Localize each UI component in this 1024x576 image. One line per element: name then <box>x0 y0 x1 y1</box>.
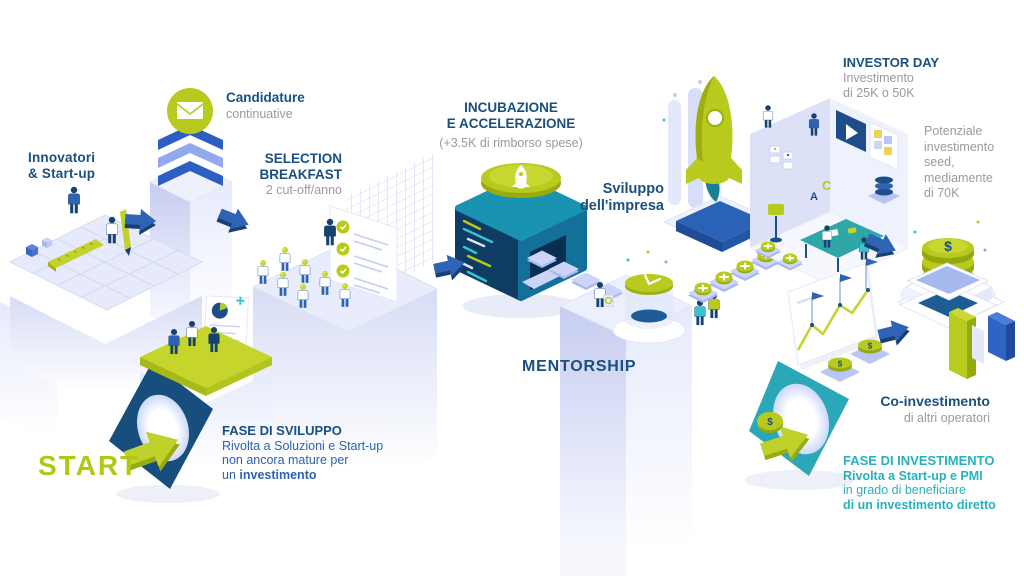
incubation-title-line1: INCUBAZIONE <box>464 100 558 115</box>
applications-subtitle: continuative <box>226 107 293 121</box>
coin-stack-navy-icon <box>868 176 900 204</box>
investment-phase-line1: Rivolta a Start-up e PMI <box>843 468 983 483</box>
seed-line3: seed, <box>924 155 955 169</box>
investor-day-room: A C <box>748 98 910 286</box>
letter-a-decor: A <box>810 191 818 203</box>
development-phase-line3-bold: investimento <box>239 467 317 482</box>
co-investment-title: Co-investimento <box>880 393 990 409</box>
checklist-icon <box>329 205 398 303</box>
investor-figure <box>762 104 774 128</box>
presentation-board-icon <box>836 110 866 152</box>
development-phase-title: FASE DI SVILUPPO <box>222 423 342 438</box>
growth-chart-panel <box>787 258 879 370</box>
development-phase-line1: Rivolta a Soluzioni e Start-up <box>222 438 384 453</box>
pencil-icon <box>120 209 131 250</box>
code-lines <box>462 219 494 283</box>
selection-title-line2: BREAKFAST <box>259 166 342 182</box>
bar-ghost <box>972 325 984 364</box>
investment-phase-line3: di un investimento diretto <box>843 497 996 512</box>
development-team-platform <box>140 295 272 396</box>
seed-label: Potenziale investimento seed, mediamente… <box>924 124 994 202</box>
lamp-icon <box>768 204 784 243</box>
start-text: START <box>38 450 140 481</box>
milestone-coin <box>781 252 799 266</box>
check-icon <box>336 220 350 278</box>
innovator-figure <box>67 186 81 214</box>
mentorship-label: MENTORSHIP <box>522 358 636 376</box>
dollar-glyph: $ <box>838 360 843 369</box>
investor-day-label: INVESTOR DAY Investimento di 25K o 50K <box>843 55 939 101</box>
selection-breakfast-label: SELECTION BREAKFAST 2 cut-off/anno <box>230 151 342 199</box>
start-label: START <box>38 450 139 482</box>
dollar-glyph: $ <box>767 417 773 428</box>
co-investment-subtitle: di altri operatori <box>903 411 990 425</box>
candidate-figure <box>279 246 291 272</box>
dollar-glyph: $ <box>944 238 952 254</box>
investor-day-sub1: Investimento <box>843 71 914 85</box>
flag-markers <box>810 258 878 327</box>
investor-day-sub2: di 25K o 50K <box>843 86 915 100</box>
rocket-cap-icon <box>481 163 561 198</box>
mentee-figure <box>694 299 706 326</box>
ruler-icon <box>48 239 104 272</box>
selection-breakfast-stage <box>251 153 439 500</box>
innovators-line2: & Start-up <box>28 166 96 181</box>
mentor-board <box>603 294 614 307</box>
sticky-notes-panel <box>869 121 899 171</box>
seed-line5: di 70K <box>924 186 960 200</box>
co-investment-label: Co-investimento di altri operatori <box>850 393 990 427</box>
innovators-line1: Innovatori <box>28 150 96 165</box>
seed-line1: Potenziale <box>924 124 983 138</box>
mentorship-clock-icon <box>612 250 686 344</box>
pencil-tip <box>125 247 131 256</box>
bar-lime <box>949 308 976 379</box>
development-portal <box>109 362 272 503</box>
development-phase-line3: un <box>222 467 240 482</box>
seed-line4: mediamente <box>924 170 993 185</box>
investment-phase-title: FASE DI INVESTIMENTO <box>843 453 995 468</box>
mentor-board-ring <box>604 296 613 305</box>
rocket-icon <box>686 76 742 184</box>
bar-blue <box>988 312 1015 361</box>
growth-label: Sviluppo dell'impresa <box>570 181 664 214</box>
mentorship-title: MENTORSHIP <box>522 358 637 375</box>
seed-line2: investimento <box>924 139 995 154</box>
development-phase-line2: non ancora mature per <box>222 453 349 467</box>
wall-cards <box>769 145 794 170</box>
dollar-step-coins: $ $ <box>820 339 890 382</box>
cubes-icon <box>26 237 52 257</box>
incubation-label: INCUBAZIONE E ACCELERAZIONE (+3.5K di ri… <box>425 100 597 151</box>
applications-title: Candidature <box>226 90 305 105</box>
incubation-title-line2: E ACCELERAZIONE <box>446 116 576 131</box>
result-bars <box>898 262 1015 379</box>
applications-label: Candidature continuative <box>226 90 305 122</box>
incubation-subtitle: (+3.5K di rimborso spese) <box>439 136 583 150</box>
investor-day-title: INVESTOR DAY <box>843 55 940 70</box>
investment-portal: $ <box>745 361 855 490</box>
innovators-label: Innovatori & Start-up <box>28 150 95 182</box>
dollar-glyph: $ <box>868 342 873 351</box>
selection-subtitle: 2 cut-off/anno <box>265 183 342 197</box>
rocket-launch <box>662 76 780 252</box>
letter-c-decor: C <box>822 178 832 193</box>
coin-on-arrow-icon: $ <box>757 412 783 433</box>
growth-line2: dell'impresa <box>579 197 664 214</box>
selection-title-line1: SELECTION <box>264 151 342 166</box>
investment-phase-label: FASE DI INVESTIMENTO Rivolta a Start-up … <box>843 453 996 512</box>
machine-shadow <box>463 294 579 318</box>
milestone-coin <box>759 240 777 254</box>
growth-line1: Sviluppo <box>602 181 664 197</box>
investment-phase-line2: in grado di beneficiare <box>843 483 966 497</box>
envelope-icon <box>167 88 213 134</box>
development-phase-label: FASE DI SVILUPPO Rivolta a Soluzioni e S… <box>222 423 384 482</box>
innovators-platform <box>8 186 204 410</box>
